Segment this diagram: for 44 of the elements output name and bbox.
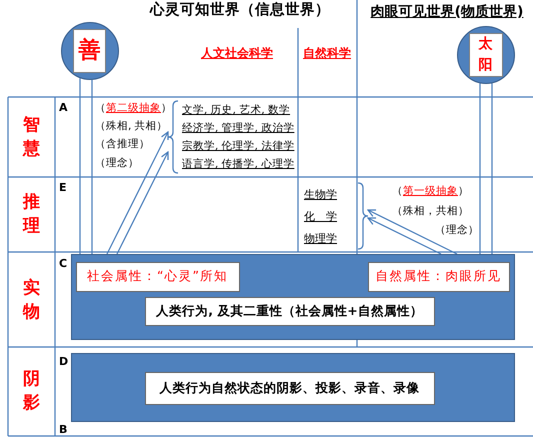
subject-text: 化 学 <box>304 209 337 225</box>
row-letter: D <box>59 355 68 368</box>
text-box: 自然属性：肉眼所见 <box>368 262 510 292</box>
column-heading: 人文社会科学 <box>201 46 273 60</box>
arrow <box>367 209 458 255</box>
connector-line <box>479 83 481 254</box>
row-letter: A <box>59 101 68 114</box>
text-box: 人类行为, 及其二重性（社会属性+自然属性） <box>144 296 434 326</box>
arrow <box>106 131 169 254</box>
subject-text: 物理学 <box>304 231 337 247</box>
text-box: 人类行为自然状态的阴影、投影、录音、录像 <box>144 372 434 404</box>
note-text: （第二级抽象） <box>95 102 172 115</box>
arrow <box>367 217 442 255</box>
row-heading: 智慧 <box>22 114 40 161</box>
subject-text: 文学, 历史, 艺术, 数学 <box>182 103 290 118</box>
note-text: （第一级抽象） <box>392 185 469 198</box>
subject-text: 经济学, 管理学, 政治学 <box>182 121 294 136</box>
row-heading: 实物 <box>22 277 40 324</box>
subject-text: 语言学, 传播学, 心理学 <box>182 157 294 172</box>
row-letter: C <box>59 257 68 270</box>
note-text: （殊相，共相） <box>392 205 469 218</box>
note-text: （殊相, 共相） <box>95 120 168 133</box>
connector-line <box>79 78 81 254</box>
row-heading: 推理 <box>22 191 40 238</box>
column-heading: 心灵可知世界（信息世界） <box>150 2 330 20</box>
row-letter: E <box>59 181 67 194</box>
text-box: 社会属性：“心灵”所知 <box>76 262 240 292</box>
column-heading: 自然科学 <box>303 46 351 60</box>
connector-line <box>491 83 493 254</box>
row-letter: B <box>59 423 68 436</box>
note-text: （含推理） <box>95 138 150 151</box>
level-band <box>71 254 515 340</box>
level-band <box>71 353 515 422</box>
subject-text: 宗教学, 伦理学, 法律学 <box>182 139 294 154</box>
text-card: 善 <box>73 28 106 72</box>
row-heading: 阴影 <box>22 368 40 415</box>
note-text: （理念） <box>435 224 479 237</box>
bracketed-list <box>168 100 296 174</box>
connector-line <box>91 80 93 254</box>
text-card: 太阳 <box>468 32 502 76</box>
note-text: （理念） <box>95 157 139 170</box>
arrow <box>116 151 169 254</box>
column-heading: 肉眼可见世界(物质世界) <box>370 4 524 21</box>
subject-text: 生物学 <box>304 187 337 203</box>
